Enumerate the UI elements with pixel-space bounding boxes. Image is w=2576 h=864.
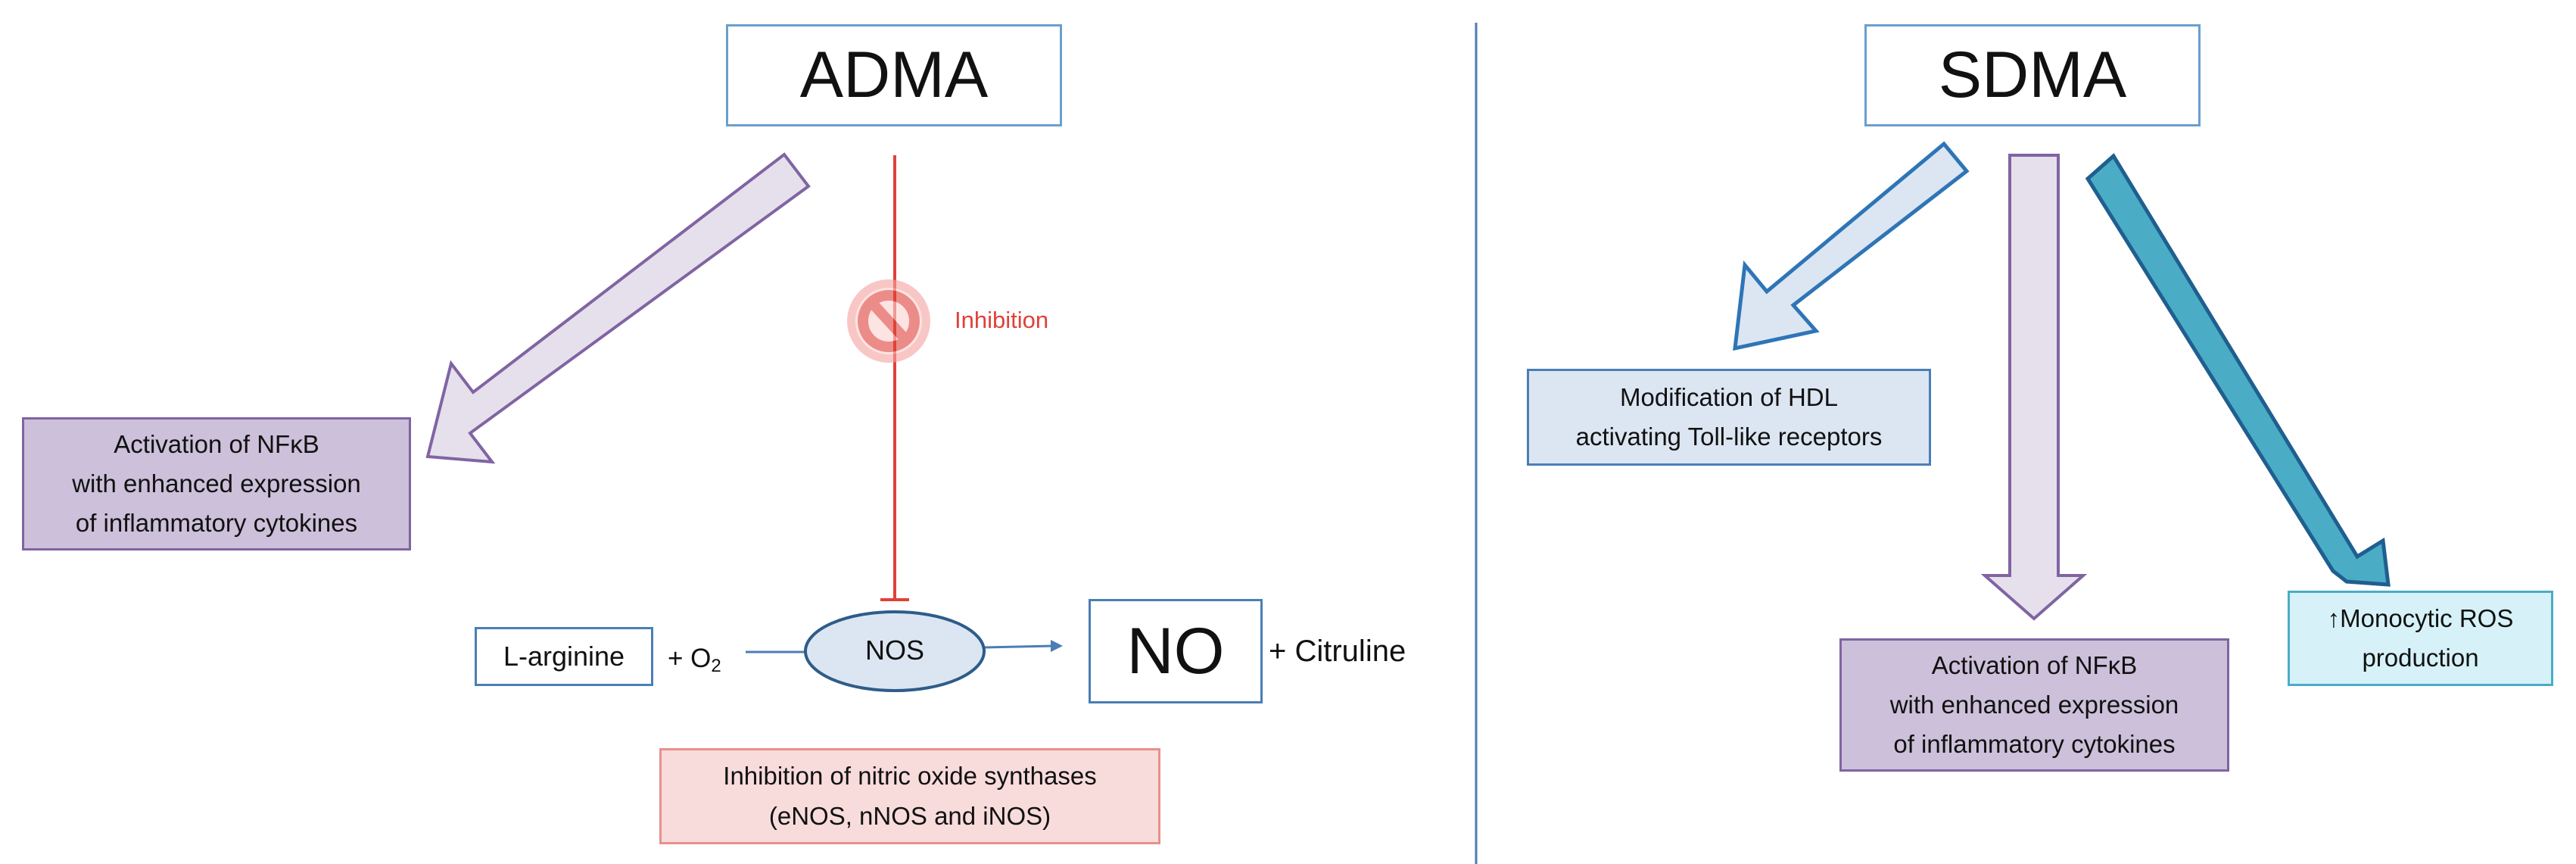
oxygen-plus-o: + O [668, 644, 712, 673]
oxygen-subscript: 2 [711, 656, 721, 676]
nos-inhibition-box: Inhibition of nitric oxide synthases (eN… [659, 748, 1160, 844]
l-arginine-box: L-arginine [475, 627, 653, 686]
nos-label: NOS [864, 635, 924, 666]
inhibition-label: Inhibition [955, 307, 1049, 333]
sdma-hdl-box: Modification of HDL activating Toll-like… [1527, 369, 1931, 466]
sdma-title-box: SDMA [1864, 24, 2201, 126]
adma-to-nfkb-arrow [425, 152, 811, 464]
adma-title: ADMA [799, 39, 989, 111]
oxygen-label: + O2 [668, 644, 721, 676]
sdma-ros-text: ↑Monocytic ROS production [2327, 604, 2514, 672]
adma-title-box: ADMA [726, 24, 1062, 126]
prohibition-icon [847, 279, 930, 363]
adma-nfkb-box: Activation of NFκB with enhanced express… [22, 417, 411, 551]
sdma-nfkb-box: Activation of NFκB with enhanced express… [1839, 638, 2229, 772]
nos-inhibition-text: Inhibition of nitric oxide synthases (eN… [723, 762, 1097, 830]
sdma-to-ros-arrow [2085, 153, 2391, 587]
nos-enzyme-ellipse [804, 610, 986, 692]
sdma-to-nfkb-arrow [1980, 154, 2088, 621]
sdma-to-hdl-arrow [1733, 141, 1970, 351]
product-arrow [983, 644, 1054, 649]
sdma-ros-box: ↑Monocytic ROS production [2288, 591, 2553, 686]
no-product-text: NO [1126, 614, 1225, 688]
sdma-nfkb-text: Activation of NFκB with enhanced express… [1889, 650, 2179, 759]
product-arrowhead [1051, 640, 1063, 652]
citruline-label: + Citruline [1269, 635, 1406, 668]
sdma-hdl-text: Modification of HDL activating Toll-like… [1575, 382, 1883, 451]
no-product-box: NO [1089, 599, 1263, 703]
l-arginine-text: L-arginine [503, 641, 625, 672]
adma-nfkb-text: Activation of NFκB with enhanced express… [72, 429, 361, 538]
sdma-title: SDMA [1938, 39, 2127, 111]
